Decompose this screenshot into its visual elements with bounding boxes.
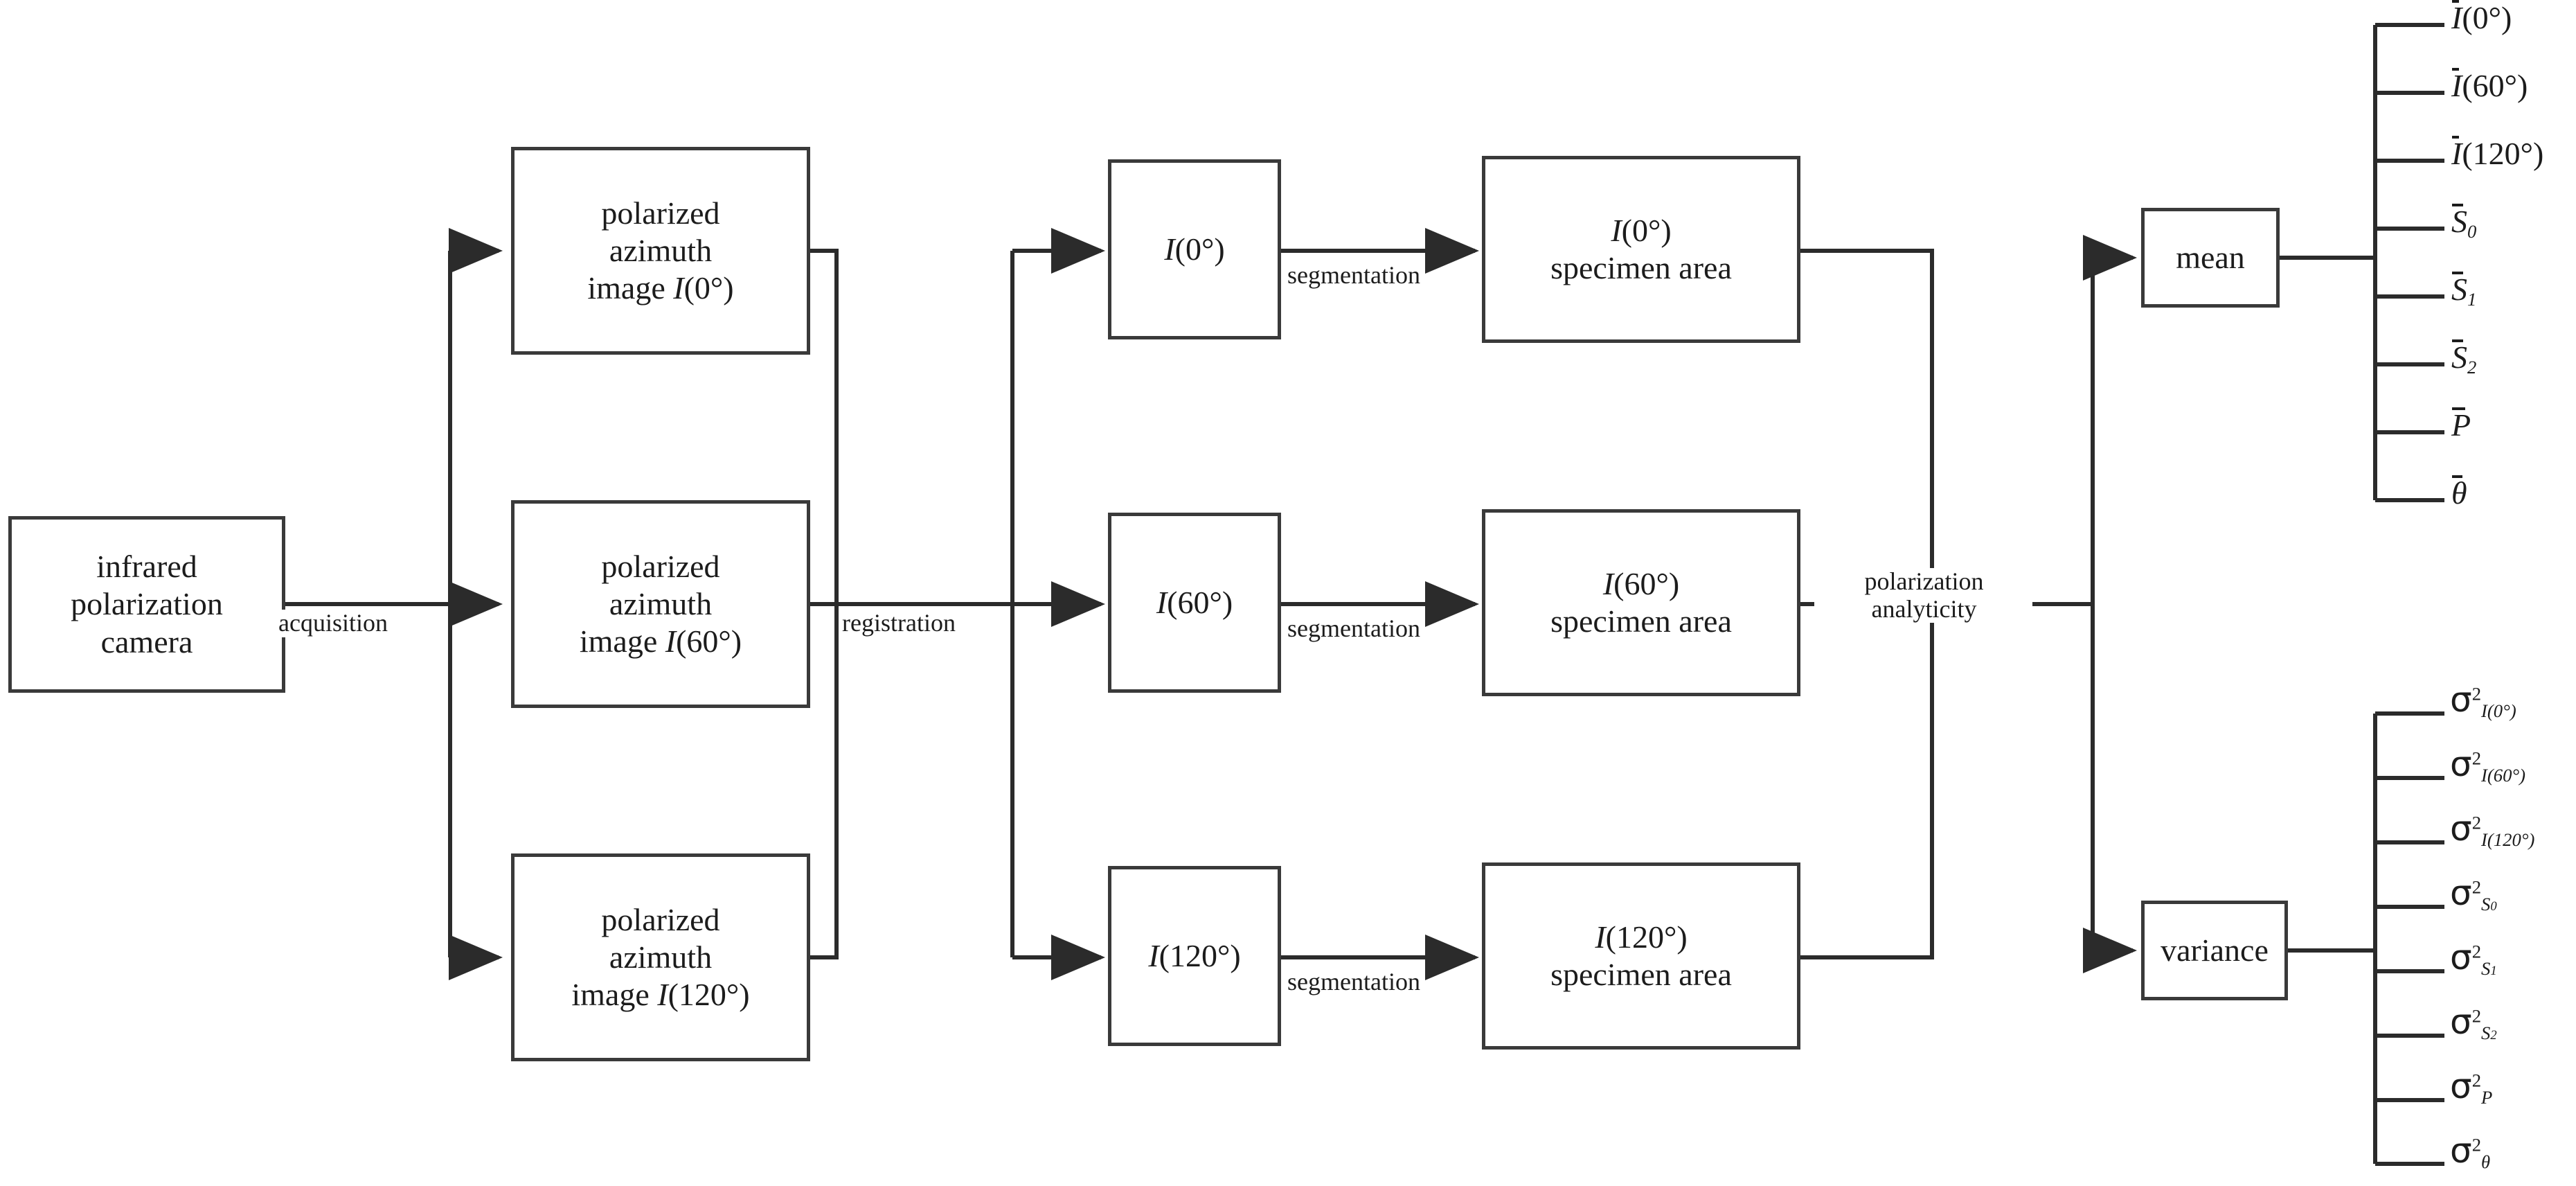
node-image-0[interactable]: I(0°): [1108, 159, 1281, 339]
node-azimuth-0-line1: polarized: [601, 195, 720, 231]
node-image-60-label: I(60°): [1156, 584, 1233, 620]
polarization-analyticity-line1: polarization: [1864, 567, 1984, 595]
mean-output-S1: S1: [2451, 271, 2477, 310]
edge-label-segmentation-120: segmentation: [1285, 968, 1423, 996]
node-variance[interactable]: variance: [2141, 901, 2288, 1000]
node-specimen-area-60[interactable]: I(60°) specimen area: [1482, 509, 1800, 696]
node-image-120[interactable]: I(120°): [1108, 866, 1281, 1046]
node-specimen-0-line1: I(0°): [1611, 212, 1672, 248]
mean-output-I0: I(0°): [2451, 0, 2512, 35]
node-azimuth-60-line2: azimuth: [609, 585, 713, 621]
edge-label-registration: registration: [839, 609, 958, 637]
mean-output-S0: S0: [2451, 203, 2477, 242]
node-image-60[interactable]: I(60°): [1108, 513, 1281, 693]
node-image-120-label: I(120°): [1148, 937, 1241, 973]
mean-output-I120: I(120°): [2451, 135, 2544, 171]
node-polarized-azimuth-image-60[interactable]: polarized azimuth image I(60°): [511, 500, 810, 708]
edge-label-acquisition: acquisition: [276, 609, 391, 637]
node-azimuth-120-line2: azimuth: [609, 939, 713, 975]
node-specimen-120-line2: specimen area: [1550, 957, 1732, 992]
variance-output-I120: σ2I(120°): [2450, 808, 2535, 850]
mean-output-P: P: [2451, 407, 2471, 443]
mean-output-I60: I(60°): [2451, 67, 2528, 103]
variance-output-S2: σ2S2: [2450, 1002, 2497, 1043]
node-polarized-azimuth-image-120[interactable]: polarized azimuth image I(120°): [511, 853, 810, 1061]
node-specimen-60-line1: I(60°): [1602, 565, 1680, 601]
edge-label-segmentation-60: segmentation: [1285, 614, 1423, 643]
node-specimen-60-line2: specimen area: [1550, 603, 1732, 639]
node-specimen-area-0[interactable]: I(0°) specimen area: [1482, 156, 1800, 343]
variance-output-P: σ2P: [2450, 1066, 2493, 1108]
variance-output-I0: σ2I(0°): [2450, 680, 2516, 721]
node-azimuth-120-line3: image I(120°): [571, 977, 750, 1013]
variance-output-theta: σ2θ: [2450, 1131, 2491, 1172]
edge-label-segmentation-0: segmentation: [1285, 261, 1423, 290]
variance-output-I60: σ2I(60°): [2450, 744, 2526, 786]
mean-output-S2: S2: [2451, 339, 2477, 378]
variance-output-S1: σ2S1: [2450, 937, 2497, 979]
node-mean[interactable]: mean: [2141, 208, 2280, 308]
node-azimuth-0-line3: image I(0°): [587, 270, 734, 306]
node-mean-label: mean: [2176, 239, 2245, 275]
node-azimuth-60-line1: polarized: [601, 548, 720, 584]
node-variance-label: variance: [2161, 932, 2269, 968]
node-specimen-120-line1: I(120°): [1595, 919, 1688, 955]
node-azimuth-0-line2: azimuth: [609, 232, 713, 268]
node-specimen-area-120[interactable]: I(120°) specimen area: [1482, 862, 1800, 1050]
node-image-0-label: I(0°): [1164, 231, 1225, 267]
node-specimen-0-line2: specimen area: [1550, 250, 1732, 285]
edge-label-polarization-analyticity: polarization analyticity: [1816, 567, 2032, 623]
mean-output-theta: θ: [2451, 475, 2467, 511]
node-polarized-azimuth-image-0[interactable]: polarized azimuth image I(0°): [511, 147, 810, 355]
variance-output-S0: σ2S0: [2450, 873, 2497, 914]
node-azimuth-120-line1: polarized: [601, 901, 720, 937]
polarization-analyticity-line2: analyticity: [1871, 594, 1977, 623]
node-azimuth-60-line3: image I(60°): [579, 623, 742, 660]
